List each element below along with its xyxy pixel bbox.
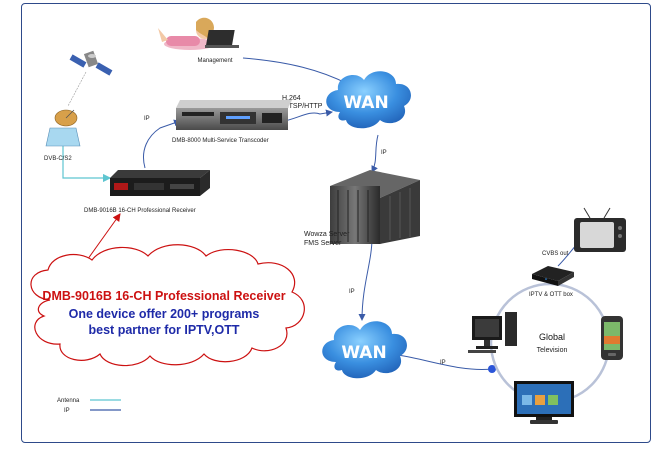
management-label: Management [197,58,232,64]
protocol-label-line1: H.264 [282,95,301,102]
antenna-dish-icon [45,109,81,147]
transcoder-label: DMB-8000 Multi-Service Transcoder [172,138,269,144]
legend: Antenna IP [57,398,121,414]
iptv-box-icon [532,266,574,286]
management-person-icon [158,17,239,50]
legend-antenna-label: Antenna [57,398,80,404]
line-antenna-receiver [62,145,112,183]
server-rack-icon [330,170,420,244]
line-wan-server [371,134,379,173]
ip-wan-server-label: IP [381,150,387,156]
wan-top-label: WAN [343,93,388,113]
dvb-label: DVB-C/S2 [44,156,72,162]
callout-line2: One device offer 200+ programs [69,307,260,321]
satellite-icon [69,50,113,76]
callout-line3: best partner for IPTV,OTT [89,323,240,337]
line-management-wan [242,57,349,85]
cvbs-label: CVBS out [542,251,569,257]
satellite-signal [67,71,87,107]
global-label-line2: Television [537,347,568,354]
line-receiver-transcoder [143,119,181,169]
server-label-line2: FMS Server [304,240,342,247]
ring-connector-dot [488,365,496,373]
protocol-label-line2: RTMP/RTSP/HTTP [262,103,323,110]
diagram-frame [21,3,651,443]
global-label-line1: Global [539,332,565,342]
wan-bottom-label: WAN [341,343,386,363]
server-label-line1: Wowza Server [304,231,350,238]
wan-cloud-bottom [322,321,407,379]
callout-cloud [30,244,305,367]
ip-transcoder-label: IP [144,116,150,122]
mobile-phone-icon [601,316,623,360]
crt-tv-icon [574,207,626,252]
desktop-pc-icon [468,312,517,353]
receiver-device-icon [110,170,210,196]
wan-cloud-top [326,71,411,129]
receiver-label: DMB-9016B 16-CH Professional Receiver [84,208,196,214]
ip-wan-global-label: IP [440,360,446,366]
iptv-box-label: IPTV & OTT box [529,292,573,298]
legend-ip-label: IP [64,408,70,414]
callout-title: DMB-9016B 16-CH Professional Receiver [42,289,285,303]
ip-server-wan-label: IP [349,289,355,295]
line-wan-global [397,354,493,370]
line-server-wan [358,237,373,321]
flat-tv-icon [514,381,574,424]
transcoder-device-icon [176,100,292,130]
